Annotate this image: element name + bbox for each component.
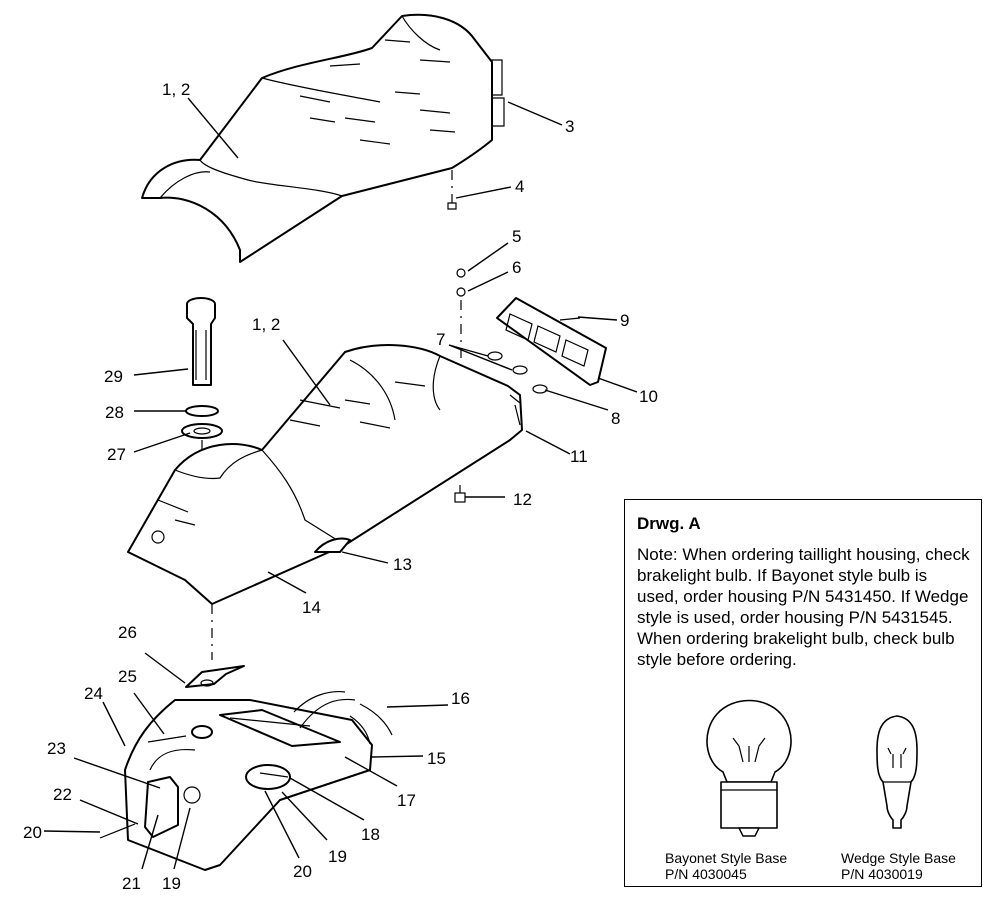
callout-13: 13 — [393, 555, 412, 574]
wedge-bulb-icon — [876, 715, 918, 829]
callout-11: 11 — [570, 447, 588, 466]
callout-labels: 1, 2 3 4 5 6 9 1, 2 7 29 10 28 8 27 11 1… — [23, 80, 658, 893]
upper-seat-drawing — [141, 13, 505, 263]
callout-25: 25 — [118, 667, 137, 686]
callout-26: 26 — [118, 623, 137, 642]
taillight-hardware-drawing — [456, 268, 607, 394]
fuel-tank-drawing — [99, 665, 393, 871]
drawing-a-title: Drwg. A — [637, 514, 701, 533]
callout-20-mid: 20 — [293, 862, 312, 881]
callout-1-2-mid: 1, 2 — [252, 315, 280, 334]
callout-18: 18 — [361, 825, 380, 844]
callout-4: 4 — [515, 177, 524, 196]
callout-22: 22 — [53, 785, 72, 804]
callout-3: 3 — [565, 117, 574, 136]
callout-5: 5 — [512, 227, 521, 246]
callout-10: 10 — [639, 387, 658, 406]
callout-7: 7 — [436, 330, 445, 349]
fuel-cap-drawing — [181, 297, 223, 470]
callout-16: 16 — [451, 689, 470, 708]
callout-15: 15 — [427, 749, 446, 768]
callout-19-mid: 19 — [328, 847, 347, 866]
callout-9: 9 — [620, 311, 629, 330]
bayonet-bulb-icon — [706, 699, 792, 837]
callout-23: 23 — [47, 739, 66, 758]
drawing-a-note-box: Drwg. A Note: When ordering taillight ho… — [624, 499, 982, 887]
bulb-illustrations — [706, 699, 918, 837]
callout-19-bot: 19 — [162, 874, 181, 893]
callout-28: 28 — [105, 403, 124, 422]
leader-lines — [43, 97, 638, 870]
callout-6: 6 — [512, 258, 521, 277]
wedge-caption-line1: Wedge Style Base — [841, 850, 956, 866]
callout-12: 12 — [513, 490, 532, 509]
callout-24: 24 — [84, 684, 103, 703]
callout-29: 29 — [104, 367, 123, 386]
callout-17: 17 — [397, 791, 416, 810]
hood-drawing — [127, 344, 523, 660]
callout-27: 27 — [107, 445, 126, 464]
callout-21: 21 — [122, 874, 141, 893]
callout-20-left: 20 — [23, 823, 42, 842]
callout-8: 8 — [611, 409, 620, 428]
wedge-caption-line2: P/N 4030019 — [841, 866, 923, 882]
drawing-a-note: Note: When ordering taillight housing, c… — [637, 545, 970, 669]
callout-1-2-top: 1, 2 — [162, 80, 190, 99]
callout-14: 14 — [302, 598, 321, 617]
bayonet-caption-line1: Bayonet Style Base — [665, 850, 788, 866]
bayonet-caption-line2: P/N 4030045 — [665, 866, 747, 882]
